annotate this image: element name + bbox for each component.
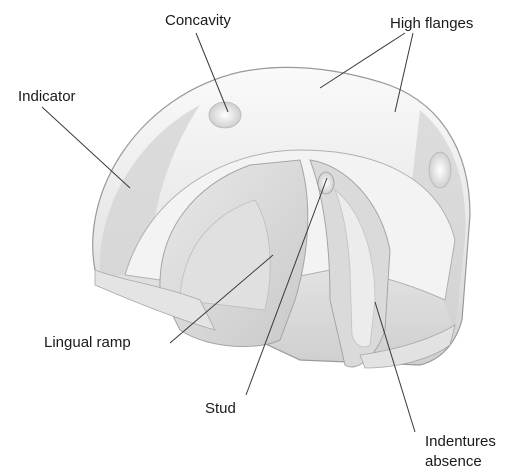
label-indentures-absence-line1: Indentures: [425, 433, 496, 450]
stud-bump: [318, 172, 334, 194]
label-concavity: Concavity: [165, 12, 231, 29]
right-concavity-dimple: [429, 152, 451, 188]
leader-indicator: [42, 107, 130, 188]
mouthguard-illustration: [93, 67, 470, 368]
label-stud: Stud: [205, 400, 236, 417]
label-lingual-ramp: Lingual ramp: [44, 334, 131, 351]
label-indentures-absence-line2: absence: [425, 453, 482, 470]
label-high-flanges: High flanges: [390, 15, 473, 32]
label-indicator: Indicator: [18, 88, 76, 105]
